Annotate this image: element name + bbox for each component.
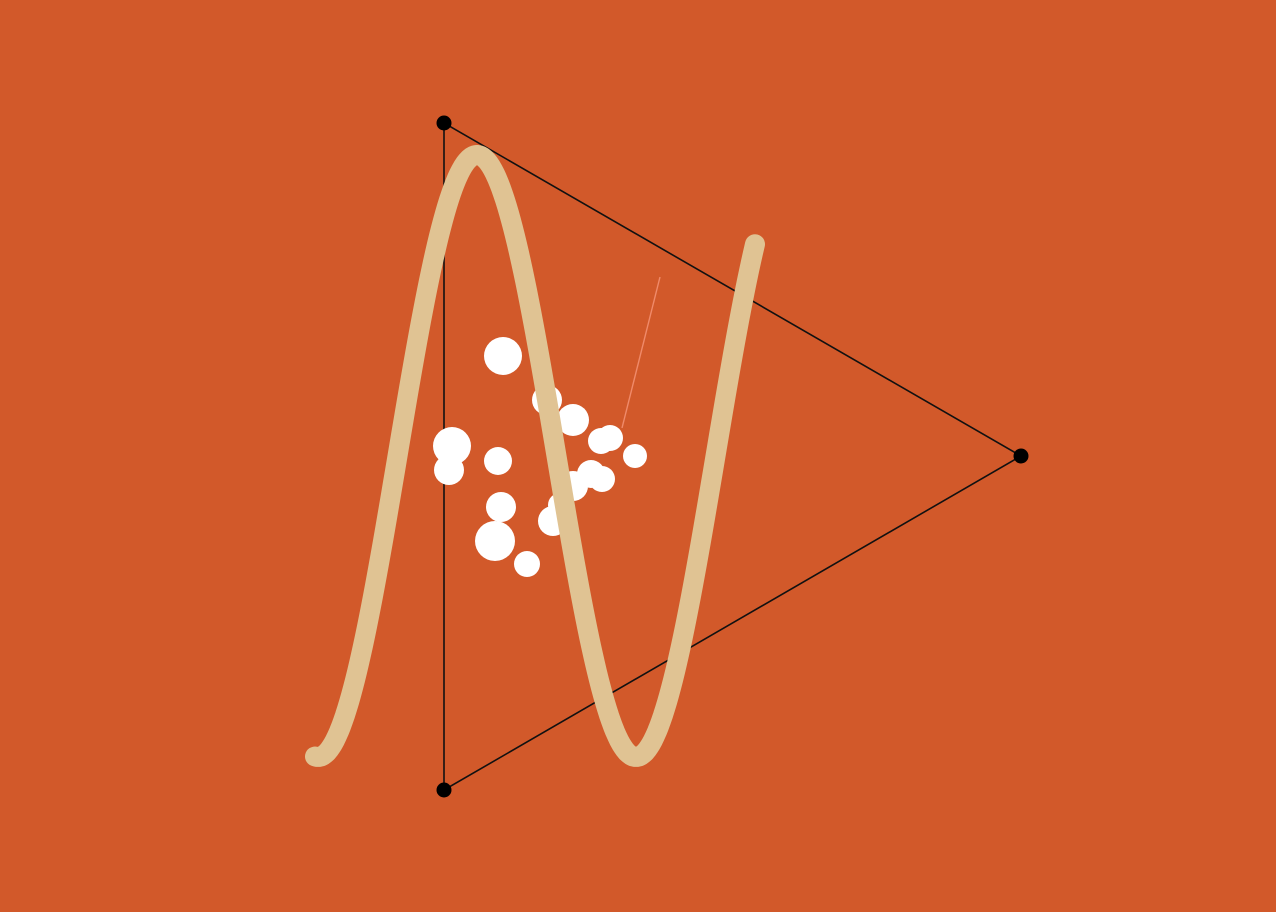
dot (557, 404, 589, 436)
vertex-top (436, 115, 452, 131)
triangle-vertices (436, 115, 1029, 798)
dot (484, 447, 512, 475)
vertex-bottom (436, 782, 452, 798)
dot (589, 466, 615, 492)
sine-wave-stroke (305, 145, 765, 767)
vertex-right (1013, 448, 1029, 464)
dot (484, 337, 522, 375)
dot (434, 455, 464, 485)
dot (623, 444, 647, 468)
dot (597, 425, 623, 451)
dot (486, 492, 516, 522)
dot (514, 551, 540, 577)
dot (433, 427, 471, 465)
thin-pink-line (621, 276, 661, 429)
dot (475, 521, 515, 561)
